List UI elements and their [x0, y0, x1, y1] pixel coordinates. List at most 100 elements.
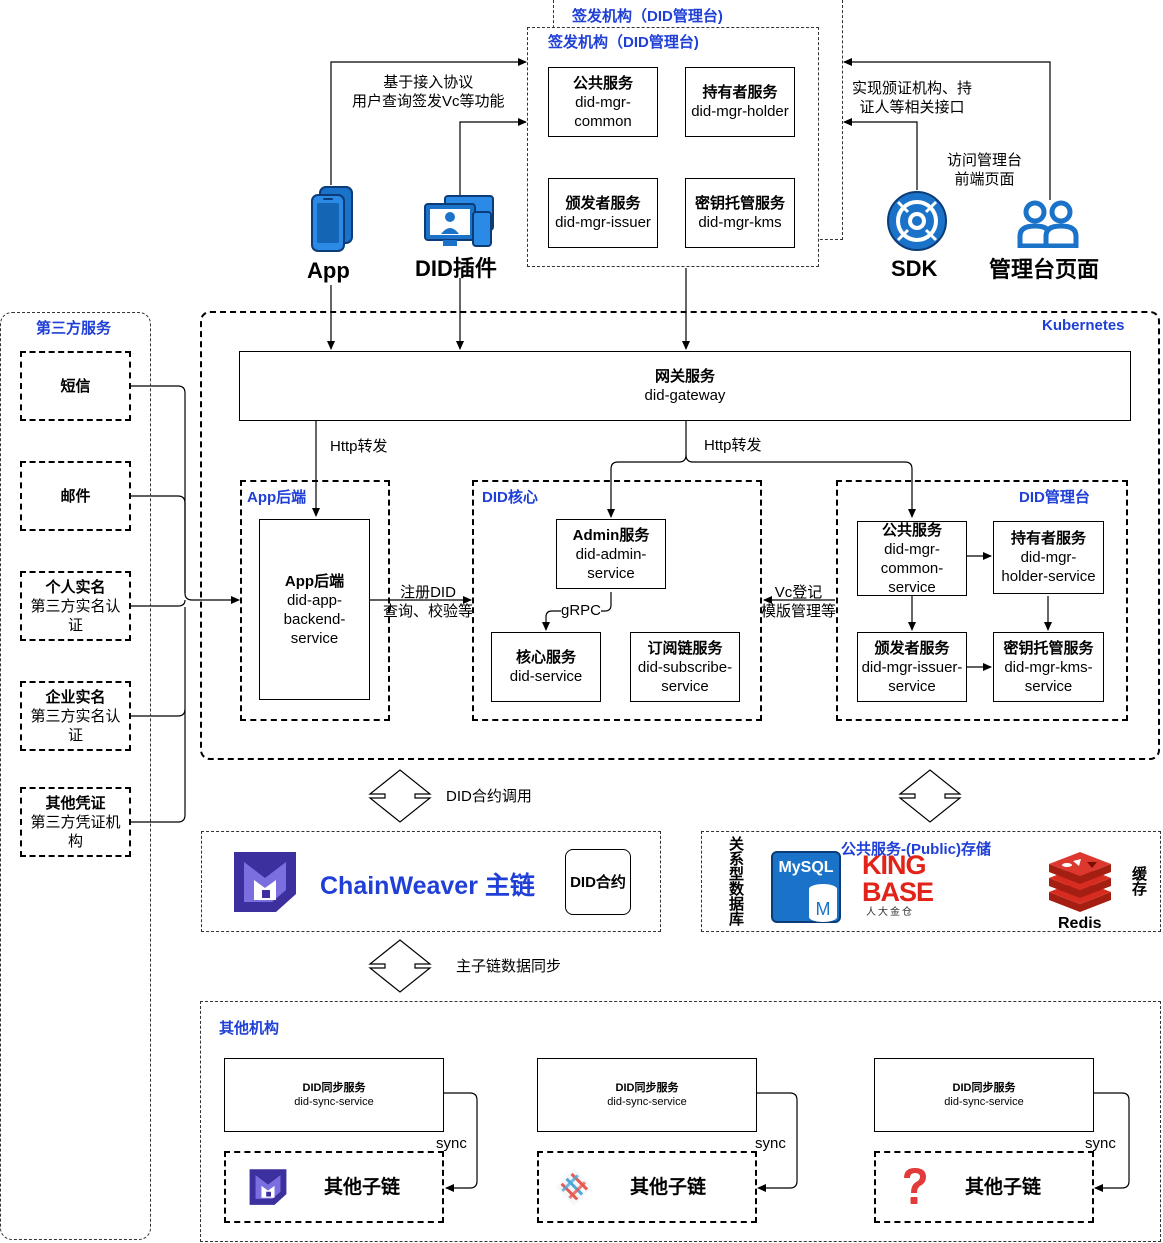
register-label-line1: 注册DID — [400, 584, 456, 601]
sms-service[interactable]: 短信 — [20, 351, 131, 421]
service-id-2: service — [587, 564, 635, 582]
sub-chain-1[interactable]: 其他子链 — [224, 1151, 444, 1223]
did-core-group — [472, 480, 762, 721]
vc-label: Vc登记 模版管理等 — [761, 583, 836, 621]
gateway-id: did-gateway — [644, 387, 726, 404]
vc-label-line1: Vc登记 — [774, 584, 823, 601]
redis-icon — [1049, 852, 1111, 912]
enterprise-verification-service[interactable]: 企业实名 第三方实名认 证 — [20, 681, 131, 751]
kubernetes-title: Kubernetes — [1042, 317, 1125, 334]
service-id: did-service — [509, 668, 583, 685]
service-id-2: service — [1024, 677, 1073, 695]
mysql-icon: MySQL M — [771, 851, 841, 923]
sdk-note: 实现颁证机构、持 证人等相关接口 — [852, 79, 972, 117]
sdk-note-line2: 证人等相关接口 — [859, 99, 965, 116]
sub-chain-3[interactable]: 其他子链 — [874, 1151, 1094, 1223]
vc-label-line2: 模版管理等 — [761, 603, 837, 620]
relational-db-label: 关系型数据库 — [727, 836, 744, 926]
third-party-title: 第三方服务 — [36, 320, 112, 337]
other-credential-service[interactable]: 其他凭证 第三方凭证机 构 — [20, 787, 131, 857]
did-mgr-group — [836, 480, 1128, 721]
mgr-issuer-service[interactable]: 颁发者服务 did-mgr-issuer- service — [857, 632, 967, 702]
sub-chain-label: 其他子链 — [324, 1176, 401, 1198]
chainweaver-logo-icon — [234, 852, 296, 912]
sdk-label: SDK — [891, 256, 938, 281]
app-note-line2: 用户查询签发Vc等功能 — [352, 93, 505, 110]
gateway-service[interactable]: 网关服务 did-gateway — [239, 351, 1131, 421]
app-backend-group-title: App后端 — [247, 489, 307, 506]
mgr-holder-service[interactable]: 持有者服务 did-mgr- holder-service — [993, 521, 1104, 594]
users-icon — [1017, 200, 1079, 248]
service-id-2: holder-service — [1001, 568, 1096, 585]
service-name: Admin服务 — [572, 526, 650, 544]
service-name: 密钥托管服务 — [1003, 639, 1094, 657]
other-orgs-group — [200, 1001, 1161, 1242]
admin-note: 访问管理台 前端页面 — [947, 151, 1022, 189]
enterprise-title: 企业实名 — [45, 688, 106, 706]
top-issuer-service[interactable]: 颁发者服务 did-mgr-issuer — [548, 178, 658, 248]
register-label: 注册DID 查询、校验等 — [383, 583, 473, 621]
chainweaver-logo-icon — [249, 1169, 287, 1205]
service-name: 密钥托管服务 — [694, 195, 785, 212]
service-id-1: did-mgr- — [1020, 549, 1077, 566]
mysql-label: MySQL — [778, 859, 834, 876]
personal-verification-service[interactable]: 个人实名 第三方实名认 证 — [20, 571, 131, 641]
sms-label: 短信 — [60, 377, 91, 395]
service-name: 核心服务 — [515, 649, 576, 666]
app-label: App — [307, 258, 350, 283]
http-forward-label-1: Http转发 — [330, 438, 388, 455]
sub-chain-label: 其他子链 — [630, 1176, 707, 1198]
mgr-common-service[interactable]: 公共服务 did-mgr- common- service — [857, 521, 967, 596]
service-id: did-mgr-kms — [698, 214, 782, 231]
kingbase-line1: KING — [862, 850, 927, 880]
sync-service-3[interactable]: DID同步服务 did-sync-service — [874, 1058, 1094, 1132]
top-kms-service[interactable]: 密钥托管服务 did-mgr-kms — [685, 178, 795, 248]
kingbase-line2: BASE — [862, 877, 934, 907]
did-mgr-group-title: DID管理台 — [1019, 489, 1090, 506]
did-plugin-icon — [424, 195, 494, 247]
cache-label: 缓存 — [1130, 866, 1147, 896]
service-id: did-mgr-holder — [691, 103, 789, 120]
sync-label-1: sync — [436, 1134, 467, 1153]
sync-service-name: DID同步服务 — [952, 1082, 1016, 1094]
app-note: 基于接入协议 用户查询签发Vc等功能 — [352, 73, 505, 111]
service-id-1: did-app- — [286, 591, 343, 609]
sub-chain-2[interactable]: 其他子链 — [537, 1151, 757, 1223]
sync-service-1[interactable]: DID同步服务 did-sync-service — [224, 1058, 444, 1132]
service-id-1: did-mgr-issuer- — [861, 658, 963, 676]
app-backend-service[interactable]: App后端 did-app- backend- service — [259, 519, 370, 700]
admin-page-label: 管理台页面 — [989, 257, 1100, 282]
admin-service[interactable]: Admin服务 did-admin- service — [556, 519, 666, 589]
service-id-1: did-admin- — [575, 545, 647, 563]
did-core-group-title: DID核心 — [482, 489, 538, 506]
service-name: 订阅链服务 — [647, 639, 723, 657]
app-note-line1: 基于接入协议 — [383, 74, 474, 91]
other-credential-desc-1: 第三方凭证机 — [30, 813, 121, 831]
kingbase-logo: KING BASE 人大金仓 — [862, 852, 942, 922]
app-backend-group — [240, 480, 390, 721]
core-service[interactable]: 核心服务 did-service — [491, 632, 601, 702]
top-common-service[interactable]: 公共服务 did-mgr-common — [548, 67, 658, 137]
main-chain-group — [201, 831, 661, 932]
personal-desc-1: 第三方实名认 — [30, 597, 121, 615]
sync-label-2: sync — [755, 1134, 786, 1153]
grpc-label: gRPC — [561, 601, 602, 620]
enterprise-desc-1: 第三方实名认 — [30, 707, 121, 725]
sync-service-2[interactable]: DID同步服务 did-sync-service — [537, 1058, 757, 1132]
mail-service[interactable]: 邮件 — [20, 461, 131, 531]
subscribe-service[interactable]: 订阅链服务 did-subscribe- service — [630, 632, 740, 702]
redis-label: Redis — [1058, 915, 1102, 932]
service-name: 颁发者服务 — [874, 639, 950, 657]
main-chain-name: ChainWeaver 主链 — [320, 872, 535, 900]
sync-service-id: did-sync-service — [607, 1096, 687, 1108]
svg-text:M: M — [816, 899, 831, 919]
kingbase-sub: 人大金仓 — [866, 907, 914, 918]
mgr-kms-service[interactable]: 密钥托管服务 did-mgr-kms- service — [993, 632, 1104, 702]
top-holder-service[interactable]: 持有者服务 did-mgr-holder — [685, 67, 795, 137]
top-org-title: 签发机构（DID管理台) — [548, 34, 699, 51]
did-contract[interactable]: DID合约 — [565, 849, 631, 915]
service-id-3: service — [290, 629, 339, 647]
admin-note-line1: 访问管理台 — [947, 152, 1023, 169]
service-id-1: did-mgr-kms- — [1004, 658, 1093, 676]
kubernetes-cluster — [200, 311, 1160, 760]
